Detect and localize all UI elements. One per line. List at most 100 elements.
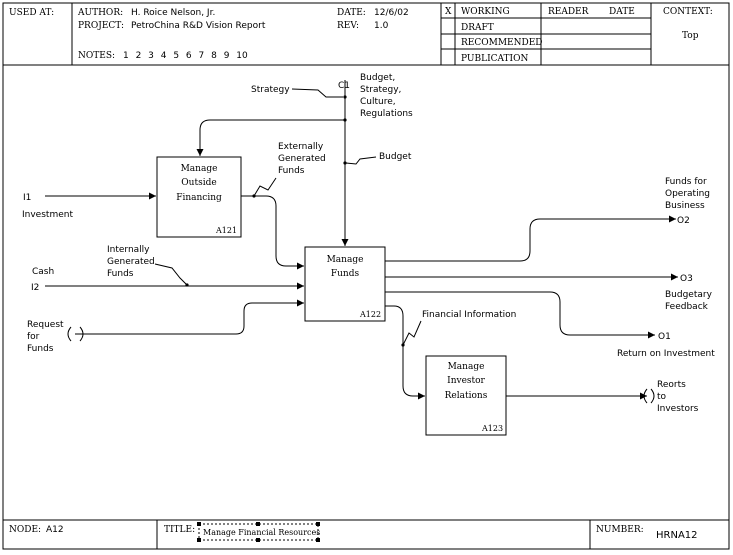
selection-handle[interactable] bbox=[316, 522, 320, 526]
project-label: PROJECT: bbox=[78, 21, 124, 31]
number-value: HRNA12 bbox=[656, 530, 698, 541]
label-request-1: Request bbox=[27, 320, 64, 330]
status-recommended: RECOMMENDED bbox=[461, 38, 543, 48]
tunnel-mark bbox=[67, 326, 72, 342]
date-value: 12/6/02 bbox=[374, 8, 409, 18]
rev-label: REV: bbox=[337, 21, 359, 31]
status-working: WORKING bbox=[461, 7, 510, 17]
output-code-o1: O1 bbox=[658, 332, 671, 342]
label-request-3: Funds bbox=[27, 344, 54, 354]
rev-value: 1.0 bbox=[374, 21, 389, 31]
output-arrow-o1[interactable] bbox=[385, 291, 655, 339]
selection-handle[interactable] bbox=[256, 538, 260, 542]
box-id: A123 bbox=[481, 424, 503, 433]
label-budgetary-2: Feedback bbox=[665, 302, 709, 312]
input-arrow-request-funds[interactable] bbox=[75, 299, 304, 335]
footer-block: NODE: A12 TITLE: Manage Financial Resour… bbox=[3, 519, 729, 549]
label-internal-funds-3: Funds bbox=[107, 269, 134, 279]
reader-date-label: DATE bbox=[609, 7, 635, 17]
input-code-i2: I2 bbox=[31, 283, 39, 293]
label-squiggle bbox=[253, 177, 277, 197]
activity-box-a121[interactable]: Manage Outside Financing A121 bbox=[156, 156, 242, 238]
tunnel-mark bbox=[79, 326, 84, 342]
label-external-funds-3: Funds bbox=[278, 166, 305, 176]
title-label: TITLE: bbox=[164, 525, 195, 535]
junction-dot bbox=[343, 161, 347, 165]
context-value: Top bbox=[682, 31, 699, 41]
label-investment: Investment bbox=[22, 210, 73, 220]
svg-text:Outside: Outside bbox=[181, 178, 216, 188]
flow-arrow-financial-information[interactable] bbox=[385, 305, 425, 400]
notes-list: 1 2 3 4 5 6 7 8 9 10 bbox=[123, 51, 248, 61]
selection-handle[interactable] bbox=[256, 522, 260, 526]
output-code-o3: O3 bbox=[680, 274, 693, 284]
svg-text:Financing: Financing bbox=[176, 193, 222, 203]
svg-text:Investor: Investor bbox=[447, 376, 485, 386]
node-label: NODE: bbox=[9, 525, 41, 535]
label-reports-2: to bbox=[657, 392, 667, 402]
label-internal-funds-1: Internally bbox=[107, 245, 150, 255]
label-c1-line2: Strategy, bbox=[360, 85, 401, 95]
label-squiggle bbox=[345, 156, 377, 165]
notes-label: NOTES: bbox=[78, 51, 115, 61]
header-block: USED AT: AUTHOR: H. Roice Nelson, Jr. PR… bbox=[3, 3, 729, 66]
label-squiggle bbox=[154, 263, 188, 286]
label-funds-operating-3: Business bbox=[665, 201, 705, 211]
label-external-funds-2: Generated bbox=[278, 154, 326, 164]
author-label: AUTHOR: bbox=[77, 8, 123, 18]
status-publication: PUBLICATION bbox=[461, 54, 528, 64]
selection-handle[interactable] bbox=[197, 538, 201, 542]
label-reports-1: Reorts bbox=[657, 380, 686, 390]
selection-handle[interactable] bbox=[197, 522, 201, 526]
svg-text:Manage: Manage bbox=[181, 164, 218, 174]
label-funds-operating-1: Funds for bbox=[665, 177, 707, 187]
box-id: A121 bbox=[215, 226, 237, 235]
label-c1-line3: Culture, bbox=[360, 97, 396, 107]
selection-handle[interactable] bbox=[316, 538, 320, 542]
label-squiggle bbox=[291, 88, 343, 98]
label-financial-information: Financial Information bbox=[422, 310, 516, 320]
label-squiggle bbox=[402, 320, 422, 346]
title-selection-frame[interactable] bbox=[198, 523, 319, 541]
label-budget: Budget bbox=[379, 152, 412, 162]
box-id: A122 bbox=[359, 310, 381, 319]
status-marker: X bbox=[445, 7, 452, 17]
reader-label: READER bbox=[548, 7, 589, 17]
project-value: PetroChina R&D Vision Report bbox=[131, 21, 266, 31]
svg-text:Manage: Manage bbox=[448, 362, 485, 372]
date-label: DATE: bbox=[337, 8, 366, 18]
activity-box-a123[interactable]: Manage Investor Relations A123 bbox=[425, 355, 507, 436]
tunnel-mark bbox=[643, 388, 648, 404]
label-strategy: Strategy bbox=[251, 85, 290, 95]
activity-box-a122[interactable]: Manage Funds A122 bbox=[304, 246, 386, 322]
svg-text:Manage: Manage bbox=[327, 255, 364, 265]
number-label: NUMBER: bbox=[596, 525, 644, 535]
svg-text:Relations: Relations bbox=[445, 391, 488, 401]
node-value: A12 bbox=[46, 525, 64, 535]
label-external-funds-1: Externally bbox=[278, 142, 324, 152]
diagram-title[interactable]: Manage Financial Resources bbox=[203, 528, 320, 537]
svg-text:Funds: Funds bbox=[331, 269, 360, 279]
junction-dot bbox=[343, 118, 347, 122]
status-draft: DRAFT bbox=[461, 23, 494, 33]
label-request-2: for bbox=[27, 332, 40, 342]
context-label: CONTEXT: bbox=[663, 7, 713, 17]
input-code-i1: I1 bbox=[23, 193, 31, 203]
label-budgetary-1: Budgetary bbox=[665, 290, 713, 300]
used-at-label: USED AT: bbox=[9, 8, 54, 18]
junction-dot bbox=[343, 95, 347, 99]
label-cash: Cash bbox=[32, 267, 54, 277]
label-internal-funds-2: Generated bbox=[107, 257, 155, 267]
label-return-on-investment: Return on Investment bbox=[617, 349, 715, 359]
tunnel-mark bbox=[650, 388, 655, 404]
author-value: H. Roice Nelson, Jr. bbox=[131, 8, 215, 18]
output-arrow-o2[interactable] bbox=[385, 215, 676, 262]
label-reports-3: Investors bbox=[657, 404, 699, 414]
flow-arrow-external-funds[interactable] bbox=[241, 195, 304, 270]
control-arrow-strategy[interactable] bbox=[196, 119, 345, 156]
label-c1-line1: Budget, bbox=[360, 73, 395, 83]
output-code-o2: O2 bbox=[677, 216, 690, 226]
